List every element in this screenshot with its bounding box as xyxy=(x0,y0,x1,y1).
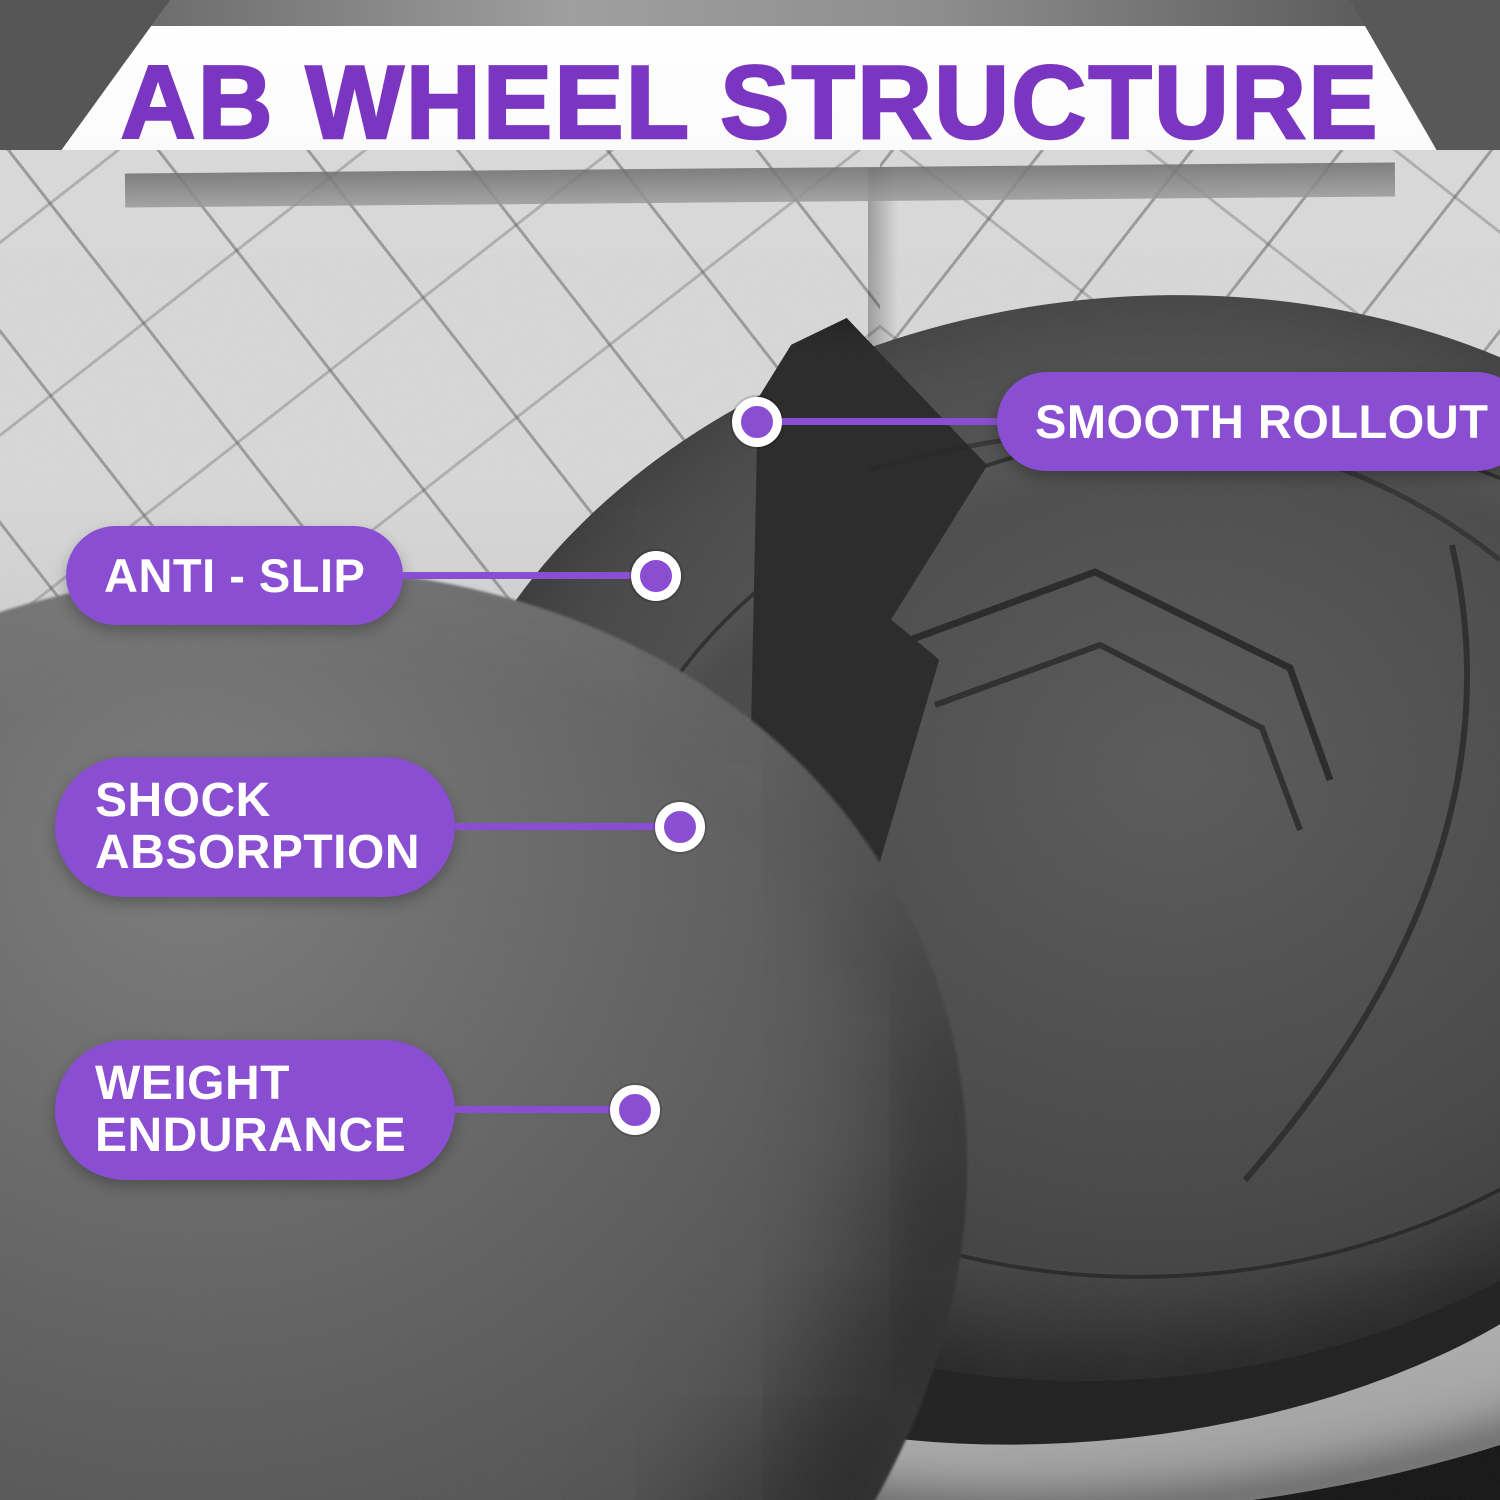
connector-line xyxy=(782,418,997,425)
callout-anti-slip: ANTI - SLIP xyxy=(66,526,682,625)
connector-dot-icon xyxy=(732,396,782,447)
callout-label: ANTI - SLIP xyxy=(66,526,404,625)
callout-shock-absorption: SHOCK ABSORPTION xyxy=(55,757,705,897)
callout-smooth-rollout: SMOOTH ROLLOUT xyxy=(732,372,1500,471)
callout-weight-endurance: WEIGHT ENDURANCE xyxy=(55,1040,660,1180)
connector-line xyxy=(403,572,632,579)
ceiling-top-edge xyxy=(0,0,1500,26)
connector-dot-icon xyxy=(610,1084,660,1135)
callout-label: SHOCK ABSORPTION xyxy=(55,757,455,897)
connector-dot-icon xyxy=(655,801,705,852)
callout-label: SMOOTH ROLLOUT xyxy=(997,372,1500,471)
callout-label: WEIGHT ENDURANCE xyxy=(55,1040,455,1180)
connector-line xyxy=(455,823,655,831)
connector-line xyxy=(455,1106,610,1114)
connector-dot-icon xyxy=(631,550,682,601)
page-title: AB WHEEL STRUCTURE xyxy=(119,44,1380,163)
